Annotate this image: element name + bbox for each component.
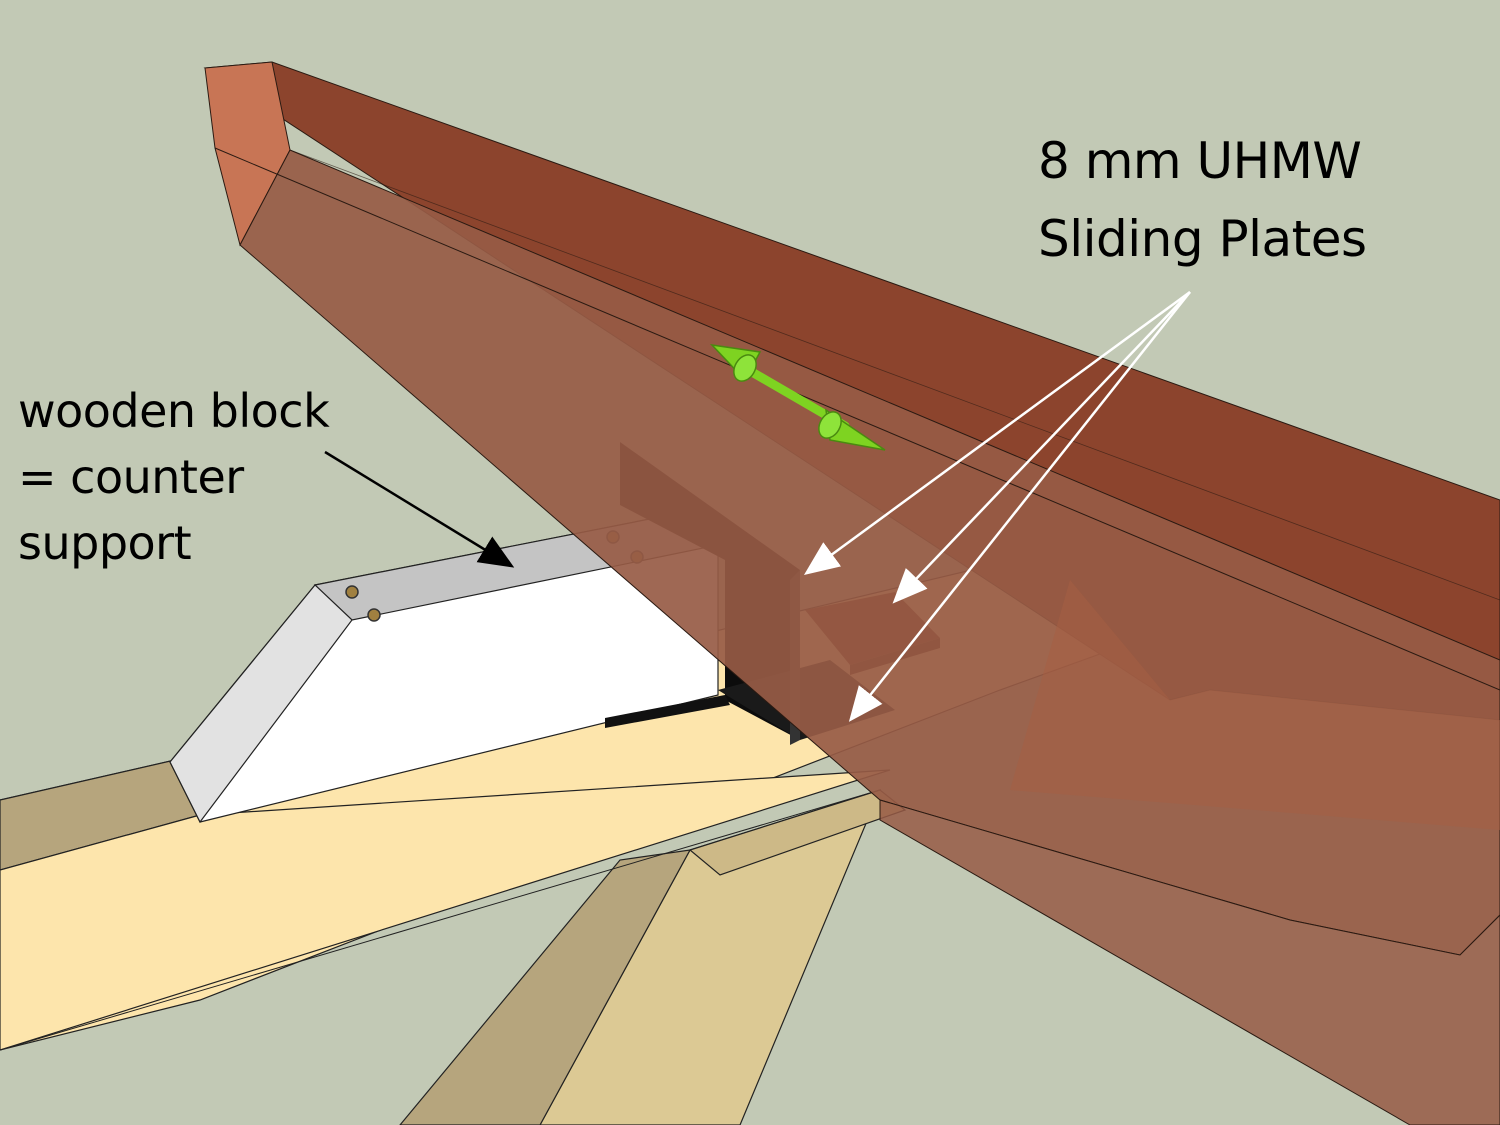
screw-icon — [345, 585, 359, 599]
uhmw-label-line2: Sliding Plates — [1038, 210, 1367, 268]
double-headed-arrow-icon — [709, 343, 886, 451]
screw-icon — [367, 608, 381, 622]
lower-support-beam — [399, 789, 907, 1125]
sliding-beam — [203, 61, 1500, 1125]
block-leader-line — [324, 450, 515, 568]
uhmw-label-line1: 8 mm UHMW — [1038, 132, 1362, 190]
block-label-line1: wooden block — [18, 384, 330, 438]
block-label-line2: = counter — [18, 450, 244, 504]
uhmw-plates-label: 8 mm UHMW Sliding Plates — [1038, 122, 1367, 278]
wooden-block-label: wooden block = counter support — [18, 378, 330, 576]
uhmw-leader-lines — [803, 290, 1191, 722]
block-label-line3: support — [18, 516, 192, 570]
